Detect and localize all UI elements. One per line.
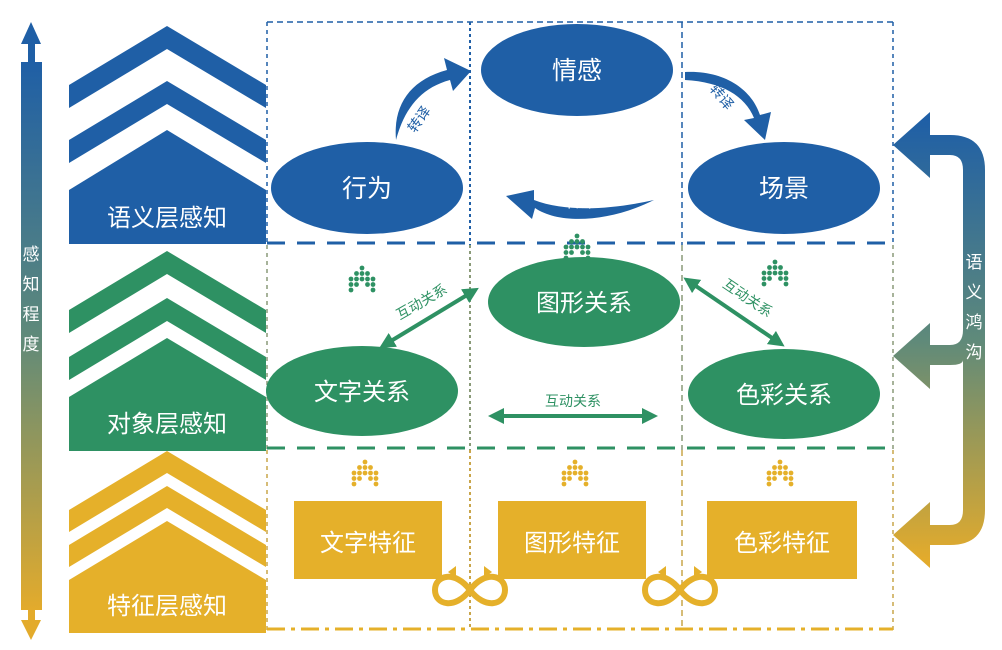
- semantic-nodes: 行为 情感 场景 转译 转译 转译: [271, 24, 880, 234]
- semantic-layer-base: [69, 130, 266, 244]
- feature-layer-label: 特征层感知: [107, 592, 227, 620]
- semantic-gap-bracket: 语 义 鸿 沟: [893, 112, 985, 568]
- text-relation-label: 文字关系: [314, 378, 410, 406]
- object-nodes: 文字关系 图形关系 色彩关系 互动关系 互动关系 互动关系: [266, 257, 880, 439]
- axis-label-char: 知: [23, 275, 40, 295]
- emotion-node: [481, 24, 673, 116]
- axis-up-arrow-icon: [21, 22, 41, 44]
- scene-label: 场景: [759, 174, 809, 203]
- dotted-up-arrow-icon: [348, 265, 376, 293]
- semantic-layer-block: 语义层感知: [69, 26, 266, 244]
- gap-arrow-object-icon: [893, 323, 930, 389]
- gap-label-char: 语: [966, 253, 983, 273]
- text-feature-box: [294, 501, 442, 579]
- chevron-icon: [69, 298, 266, 380]
- emotion-label: 情感: [552, 56, 602, 85]
- chevron-icon: [69, 251, 266, 333]
- scene-node: [688, 142, 880, 234]
- color-feature-label: 色彩特征: [734, 529, 830, 557]
- perception-degree-axis: 感 知 程 度: [21, 22, 42, 640]
- axis-bar: [21, 62, 42, 610]
- translate-arrow-icon: [395, 58, 471, 140]
- graphic-feature-box: [498, 501, 646, 579]
- dotted-up-arrows: [348, 233, 794, 487]
- infinity-loop-icon: [641, 566, 719, 607]
- dotted-up-arrow-icon: [351, 459, 379, 487]
- text-relation-node: [266, 346, 458, 436]
- interaction-label: 互动关系: [720, 276, 775, 321]
- dotted-up-arrow-icon: [766, 459, 794, 487]
- chevron-icon: [69, 451, 266, 532]
- translate-arrow-icon: [506, 190, 654, 219]
- graphic-feature-label: 图形特征: [524, 529, 620, 557]
- axis-label-char: 程: [23, 305, 40, 325]
- gap-label-char: 鸿: [966, 313, 983, 333]
- chevron-icon: [69, 486, 266, 567]
- gap-bar: [917, 135, 985, 545]
- object-layer-block: 对象层感知: [69, 251, 266, 451]
- gap-label-char: 沟: [966, 343, 983, 363]
- feature-nodes: 文字特征 图形特征 色彩特征: [294, 501, 857, 607]
- graphic-relation-node: [488, 257, 680, 347]
- chevron-icon: [69, 26, 266, 108]
- interaction-arrow-icon: [683, 277, 785, 347]
- behavior-label: 行为: [342, 174, 392, 203]
- interaction-label: 互动关系: [545, 394, 601, 410]
- object-layer-label: 对象层感知: [107, 410, 227, 438]
- object-layer-base: [69, 338, 266, 451]
- infinity-loop-icon: [431, 566, 509, 607]
- dotted-up-arrow-icon: [561, 459, 589, 487]
- axis-label-char: 感: [23, 245, 40, 265]
- interaction-label: 互动关系: [394, 282, 450, 324]
- chevron-icon: [69, 81, 266, 163]
- axis-down-arrow-icon: [21, 620, 41, 640]
- dotted-up-arrow-icon: [563, 233, 591, 261]
- feature-layer-block: 特征层感知: [69, 451, 266, 633]
- color-relation-node: [688, 349, 880, 439]
- gap-arrow-semantic-icon: [893, 112, 930, 178]
- translate-label: 转译: [565, 193, 595, 211]
- color-relation-label: 色彩关系: [736, 381, 832, 409]
- feature-layer-base: [69, 521, 266, 633]
- graphic-relation-label: 图形关系: [536, 289, 632, 317]
- gap-label-char: 义: [966, 283, 983, 303]
- semantic-layer-label: 语义层感知: [107, 204, 227, 232]
- translate-arrow-icon: [685, 71, 771, 140]
- gap-arrow-feature-icon: [893, 502, 930, 568]
- axis-label-char: 度: [23, 335, 40, 355]
- dotted-up-arrow-icon: [761, 259, 789, 287]
- behavior-node: [271, 142, 463, 234]
- text-feature-label: 文字特征: [320, 529, 416, 557]
- color-feature-box: [707, 501, 857, 579]
- interaction-arrow-icon: [379, 287, 479, 349]
